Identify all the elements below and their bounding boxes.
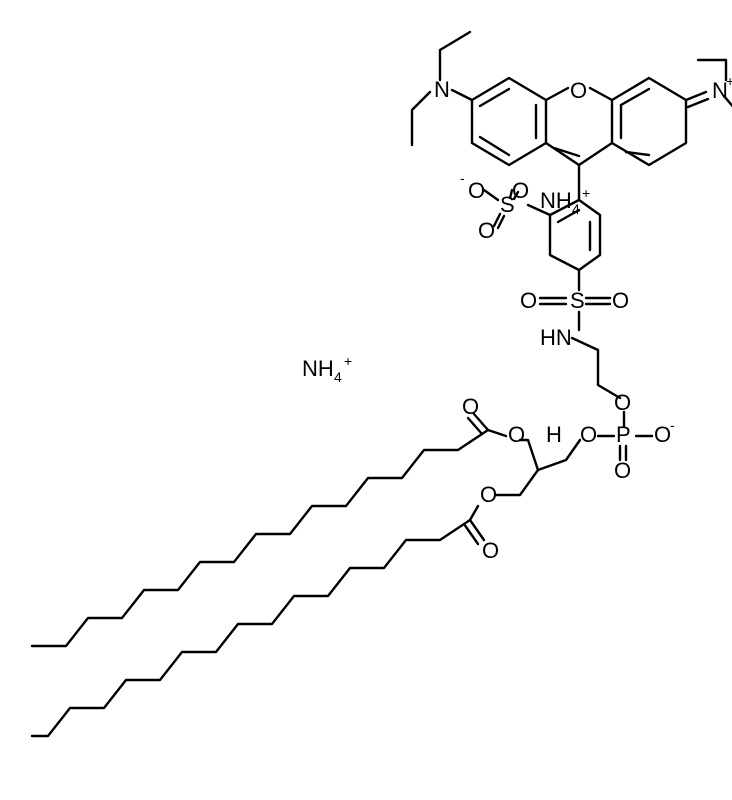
ethyl-linker bbox=[570, 336, 622, 400]
nh4-left-main: NH bbox=[302, 356, 334, 381]
atom-ester2-o: O bbox=[480, 482, 497, 507]
sulfonate-charge: - bbox=[460, 170, 465, 186]
xanthene-core bbox=[470, 76, 688, 202]
stereo-h: H bbox=[546, 422, 562, 447]
atom-n-iminium: N bbox=[712, 78, 728, 103]
atom-ester2-co: O bbox=[482, 538, 499, 563]
atom-phos-o4: O bbox=[614, 458, 631, 483]
atom-n-left: N bbox=[434, 77, 450, 102]
atom-ester1-o: O bbox=[508, 422, 525, 447]
right-ring-inner-bonds bbox=[619, 87, 651, 157]
diethyliminium-right: N + bbox=[684, 58, 732, 109]
ester-1: O O bbox=[462, 394, 525, 447]
phosphate-charge: - bbox=[670, 417, 675, 433]
atom-phos-o3: O bbox=[654, 422, 671, 447]
atom-so3-s: S bbox=[500, 192, 515, 217]
atom-sulfonamide-o1: O bbox=[520, 288, 537, 313]
left-ring-inner-bonds bbox=[478, 87, 538, 157]
diethylamino-left: N bbox=[410, 30, 474, 147]
glycerol-backbone: H bbox=[494, 422, 582, 497]
atom-phos-o1: O bbox=[614, 390, 631, 415]
sulfonamide-group: O S O HN bbox=[520, 288, 629, 350]
atom-phos-o2: O bbox=[580, 422, 597, 447]
nh4-top-main: NH bbox=[540, 188, 572, 213]
atom-phos-p: P bbox=[616, 422, 631, 447]
nh4-left-sup: + bbox=[344, 353, 352, 369]
atom-o-ring: O bbox=[570, 78, 587, 103]
nh4-top-sub: 4 bbox=[572, 201, 580, 217]
nh4-left-sub: 4 bbox=[334, 369, 342, 385]
fatty-acid-chain-2 bbox=[30, 518, 472, 738]
atom-sulfonamide-s: S bbox=[570, 288, 585, 313]
nh4-top-sup: + bbox=[582, 185, 590, 201]
phosphate-group: O O P O - O bbox=[580, 390, 675, 483]
atom-ester1-co: O bbox=[462, 394, 479, 419]
ammonium-top: NH 4 + bbox=[540, 185, 590, 217]
ester-2: O O bbox=[462, 482, 499, 563]
iminium-charge: + bbox=[726, 73, 732, 89]
atom-so3-o1: O bbox=[468, 178, 485, 203]
ammonium-left: NH 4 + bbox=[302, 353, 352, 385]
right-aromatic-ring bbox=[610, 76, 688, 167]
fatty-acid-chain-1 bbox=[30, 428, 490, 648]
pendant-benzene-ring bbox=[526, 198, 602, 292]
atom-sulfonamide-o2: O bbox=[612, 288, 629, 313]
atom-nh: HN bbox=[540, 325, 572, 350]
atom-so3-o3: O bbox=[478, 218, 495, 243]
sulfonate-group: - O O S O bbox=[460, 170, 529, 243]
